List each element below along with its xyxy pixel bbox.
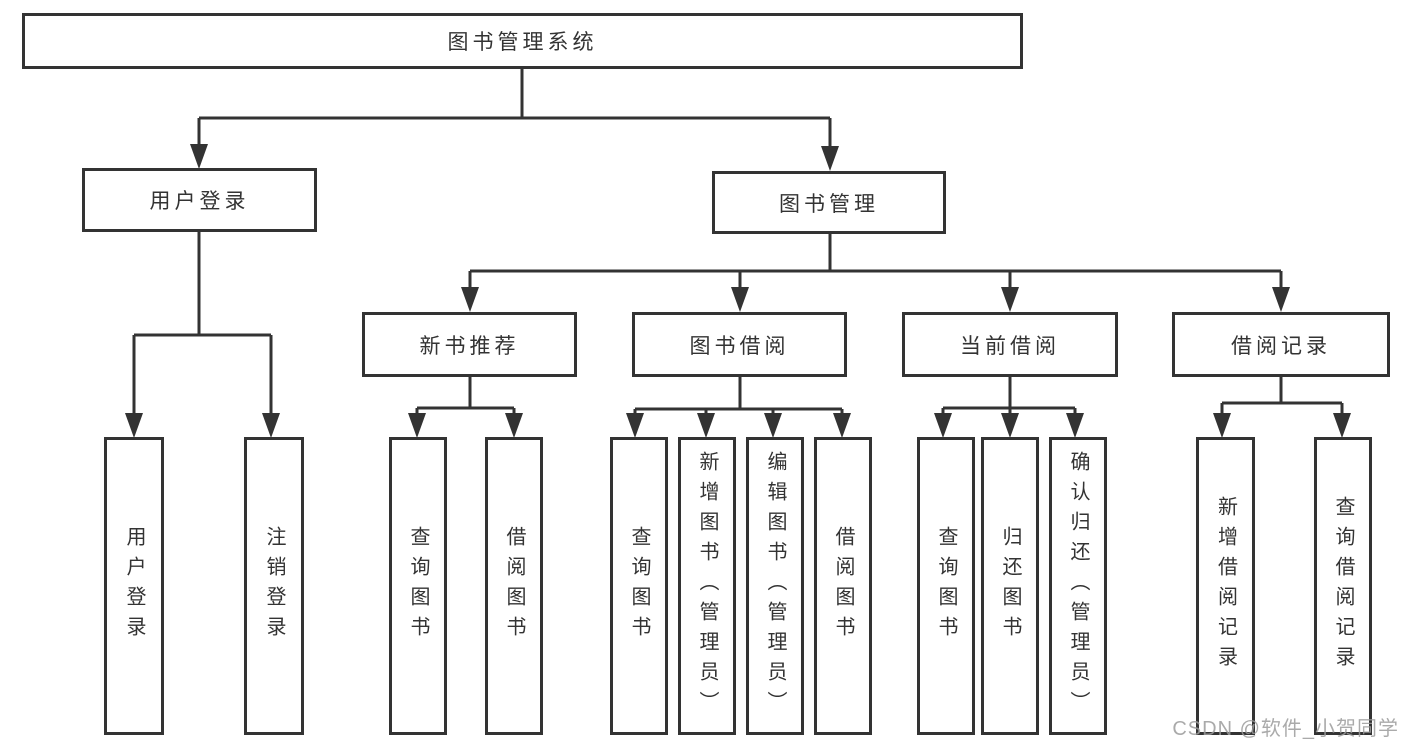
node-book-management: 图书管理	[712, 171, 946, 234]
node-library-system: 图书管理系统	[22, 13, 1023, 69]
leaf-recommend-query-books-label: 查询图书	[407, 526, 429, 646]
leaf-logout-login: 注销登录	[244, 437, 304, 735]
leaf-return-books: 归还图书	[981, 437, 1039, 735]
leaf-return-books-label: 归还图书	[999, 526, 1021, 646]
node-current-borrowing-label: 当前借阅	[960, 334, 1060, 358]
leaf-borrow-books: 借阅图书	[814, 437, 872, 735]
leaf-add-borrow-record-label: 新增借阅记录	[1214, 496, 1237, 676]
leaf-recommend-query-books: 查询图书	[389, 437, 447, 735]
node-borrowing-records-label: 借阅记录	[1231, 334, 1331, 358]
leaf-current-query-books: 查询图书	[917, 437, 975, 735]
csdn-watermark: CSDN @软件_小贺同学	[1172, 718, 1399, 740]
leaf-query-borrow-record-label: 查询借阅记录	[1332, 496, 1354, 676]
node-borrowing-records: 借阅记录	[1172, 312, 1390, 377]
leaf-edit-books-admin-label: 编辑图书（管理员）	[764, 451, 786, 721]
leaf-confirm-return-admin: 确认归还（管理员）	[1049, 437, 1107, 735]
leaf-add-borrow-record: 新增借阅记录	[1196, 437, 1255, 735]
leaf-recommend-borrow-books-label: 借阅图书	[503, 526, 525, 646]
leaf-borrow-books-label: 借阅图书	[832, 526, 854, 646]
node-user-login: 用户登录	[82, 168, 317, 232]
node-book-borrowing: 图书借阅	[632, 312, 847, 377]
leaf-user-login-label: 用户登录	[123, 526, 145, 646]
leaf-recommend-borrow-books: 借阅图书	[485, 437, 543, 735]
leaf-logout-login-label: 注销登录	[263, 526, 285, 646]
node-new-book-recommend-label: 新书推荐	[419, 334, 520, 358]
leaf-borrowing-query-books-label: 查询图书	[628, 526, 650, 646]
node-new-book-recommend: 新书推荐	[362, 312, 577, 377]
node-book-management-label: 图书管理	[779, 192, 879, 216]
leaf-add-books-admin-label: 新增图书（管理员）	[696, 451, 718, 721]
leaf-add-books-admin: 新增图书（管理员）	[678, 437, 736, 735]
node-current-borrowing: 当前借阅	[902, 312, 1118, 377]
leaf-query-borrow-record: 查询借阅记录	[1314, 437, 1372, 735]
leaf-edit-books-admin: 编辑图书（管理员）	[746, 437, 804, 735]
leaf-current-query-books-label: 查询图书	[935, 526, 957, 646]
node-book-borrowing-label: 图书借阅	[689, 334, 790, 358]
leaf-borrowing-query-books: 查询图书	[610, 437, 668, 735]
leaf-confirm-return-admin-label: 确认归还（管理员）	[1067, 451, 1089, 721]
node-library-system-label: 图书管理系统	[447, 31, 598, 54]
node-user-login-label: 用户登录	[149, 190, 250, 213]
leaf-user-login: 用户登录	[104, 437, 164, 735]
